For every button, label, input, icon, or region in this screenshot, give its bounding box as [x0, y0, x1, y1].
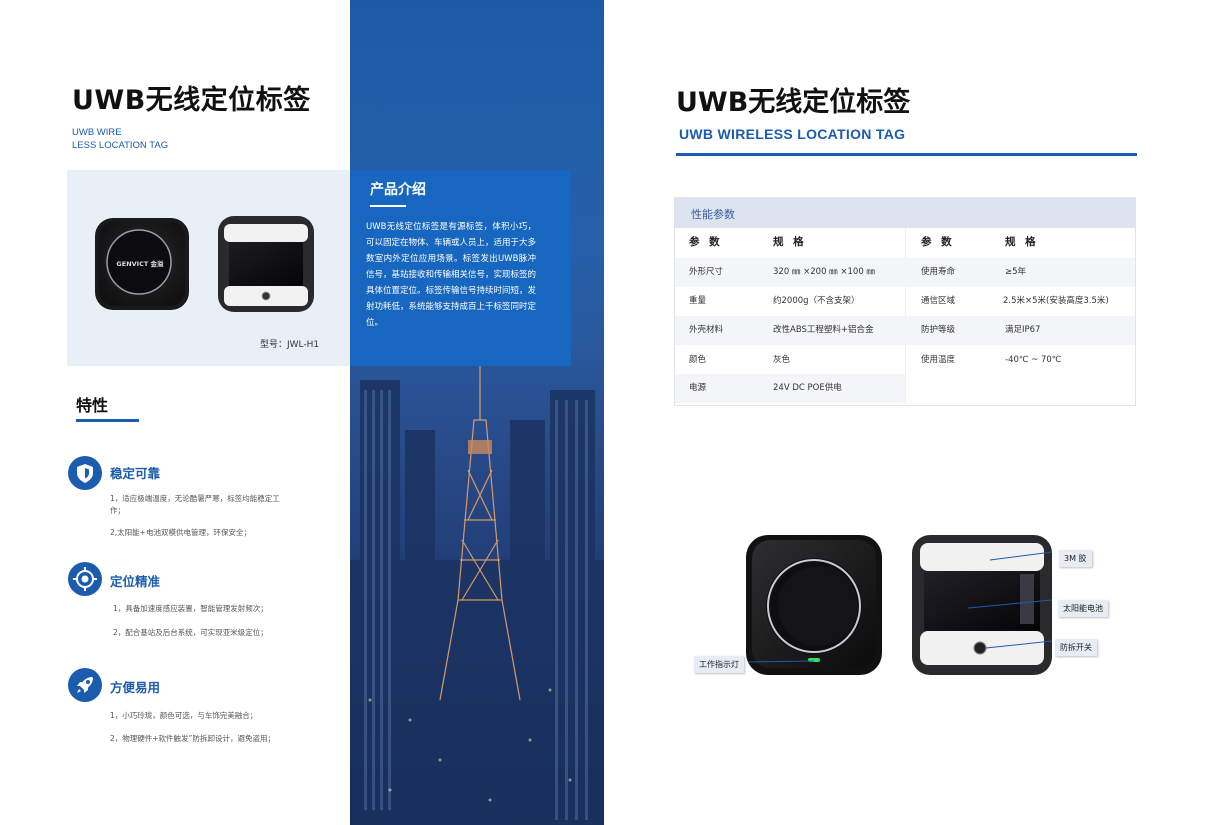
callout-status-led: 工作指示灯 — [694, 656, 744, 673]
subtitle-line-2: LESS LOCATION TAG — [72, 140, 169, 151]
device-logo: GENVICT 金溢 — [116, 260, 164, 268]
device-front-image — [95, 216, 314, 312]
row2-param1: 重量 — [689, 296, 707, 306]
device-diagram — [746, 535, 1053, 675]
row1-param1: 外形尺寸 — [689, 267, 724, 277]
features-underline — [76, 419, 139, 422]
row3-spec2: 满足IP67 — [1005, 325, 1041, 335]
rocket-icon — [68, 668, 102, 702]
table-row: 颜色 灰色 使用温度 -40℃ ~ 70℃ — [675, 346, 1135, 375]
row5-param1: 电源 — [689, 383, 707, 393]
row1-param2: 使用寿命 — [921, 267, 956, 277]
left-page-title: UWB无线定位标签 — [72, 85, 311, 116]
feature-text-easy-1: 1，小巧玲珑，颜色可选，与车饰完美融合； — [110, 711, 258, 720]
row1-spec2: ≥5年 — [1005, 267, 1027, 277]
feature-text-reliable-2: 2,太阳能+电池双模供电管理，环保安全； — [110, 528, 251, 537]
target-icon — [68, 562, 102, 596]
shield-icon — [68, 456, 102, 490]
row4-param2: 使用温度 — [921, 355, 956, 365]
right-page-title: UWB无线定位标签 — [676, 87, 911, 118]
intro-underline — [370, 205, 406, 207]
spec-table-title-bar: 性能参数 — [675, 198, 1135, 228]
feature-text-reliable-1: 1，适应极端温度，无论酷暑严寒，标签均能稳定工作； — [110, 494, 280, 515]
row3-param2: 防护等级 — [921, 325, 956, 335]
row4-param1: 颜色 — [689, 355, 707, 365]
header-spec-2: 规 格 — [1005, 236, 1039, 248]
feature-text-accurate-1: 1，具备加速度感应装置，智能管理发射频次； — [113, 604, 268, 613]
table-row: 重量 约2000g（不含支架） 通信区域 2.5米×5米(安装高度3.5米) — [675, 287, 1135, 316]
row5-spec1: 24V DC POE供电 — [773, 383, 842, 393]
subtitle-line-1: UWB WIRE — [72, 127, 122, 138]
row4-spec1: 灰色 — [773, 355, 791, 365]
row2-param2: 通信区域 — [921, 296, 956, 306]
intro-text: UWB无线定位标签是有源标签，体积小巧，可以固定在物体、车辆或人员上，适用于大多… — [366, 222, 537, 328]
header-param-1: 参 数 — [689, 236, 723, 248]
model-number: 型号：JWL-H1 — [260, 340, 320, 350]
feature-title-reliable: 稳定可靠 — [110, 466, 161, 481]
row3-spec1: 改性ABS工程塑料+铝合金 — [773, 325, 874, 335]
city-background-strip — [350, 0, 604, 825]
callout-tamper-switch: 防拆开关 — [1055, 639, 1097, 656]
features-title: 特性 — [76, 396, 109, 415]
spec-table-title: 性能参数 — [691, 208, 735, 221]
product-photo-panel: GENVICT 金溢 — [67, 170, 352, 366]
right-page-subtitle: UWB WIRELESS LOCATION TAG — [679, 126, 906, 142]
tower-skyline-image — [350, 365, 604, 825]
product-intro-box — [350, 170, 571, 366]
header-spec-1: 规 格 — [773, 236, 807, 248]
left-page-subtitle: UWB WIRE LESS LOCATION TAG — [72, 126, 168, 152]
intro-title: 产品介绍 — [370, 182, 426, 198]
spec-header-row: 参 数 规 格 参 数 规 格 — [675, 228, 1135, 257]
callout-solar-cell: 太阳能电池 — [1058, 600, 1108, 617]
table-row: 外形尺寸 320 ㎜ ×200 ㎜ ×100 ㎜ 使用寿命 ≥5年 — [675, 258, 1135, 287]
feature-text-easy-2: 2，物理硬件+软件触发”防拆卸设计，避免盗用； — [110, 734, 275, 743]
right-title-rule — [676, 153, 1137, 156]
row3-param1: 外壳材料 — [689, 325, 724, 335]
row2-spec2: 2.5米×5米(安装高度3.5米) — [1003, 296, 1109, 306]
row1-spec1: 320 ㎜ ×200 ㎜ ×100 ㎜ — [773, 267, 875, 277]
table-row: 外壳材料 改性ABS工程塑料+铝合金 防护等级 满足IP67 — [675, 316, 1135, 345]
feature-text-accurate-2: 2，配合基站及后台系统，可实现亚米级定位； — [113, 628, 268, 637]
row2-spec1: 约2000g（不含支架） — [773, 296, 860, 306]
header-param-2: 参 数 — [921, 236, 955, 248]
spec-table: 性能参数 参 数 规 格 参 数 规 格 外形尺寸 320 ㎜ ×200 ㎜ ×… — [674, 197, 1136, 406]
callout-3m-glue: 3M 胶 — [1059, 550, 1092, 567]
feature-title-easy: 方便易用 — [110, 680, 161, 695]
table-row: 电源 24V DC POE供电 — [675, 374, 905, 403]
feature-title-accurate: 定位精准 — [110, 574, 161, 589]
row4-spec2: -40℃ ~ 70℃ — [1005, 355, 1062, 365]
